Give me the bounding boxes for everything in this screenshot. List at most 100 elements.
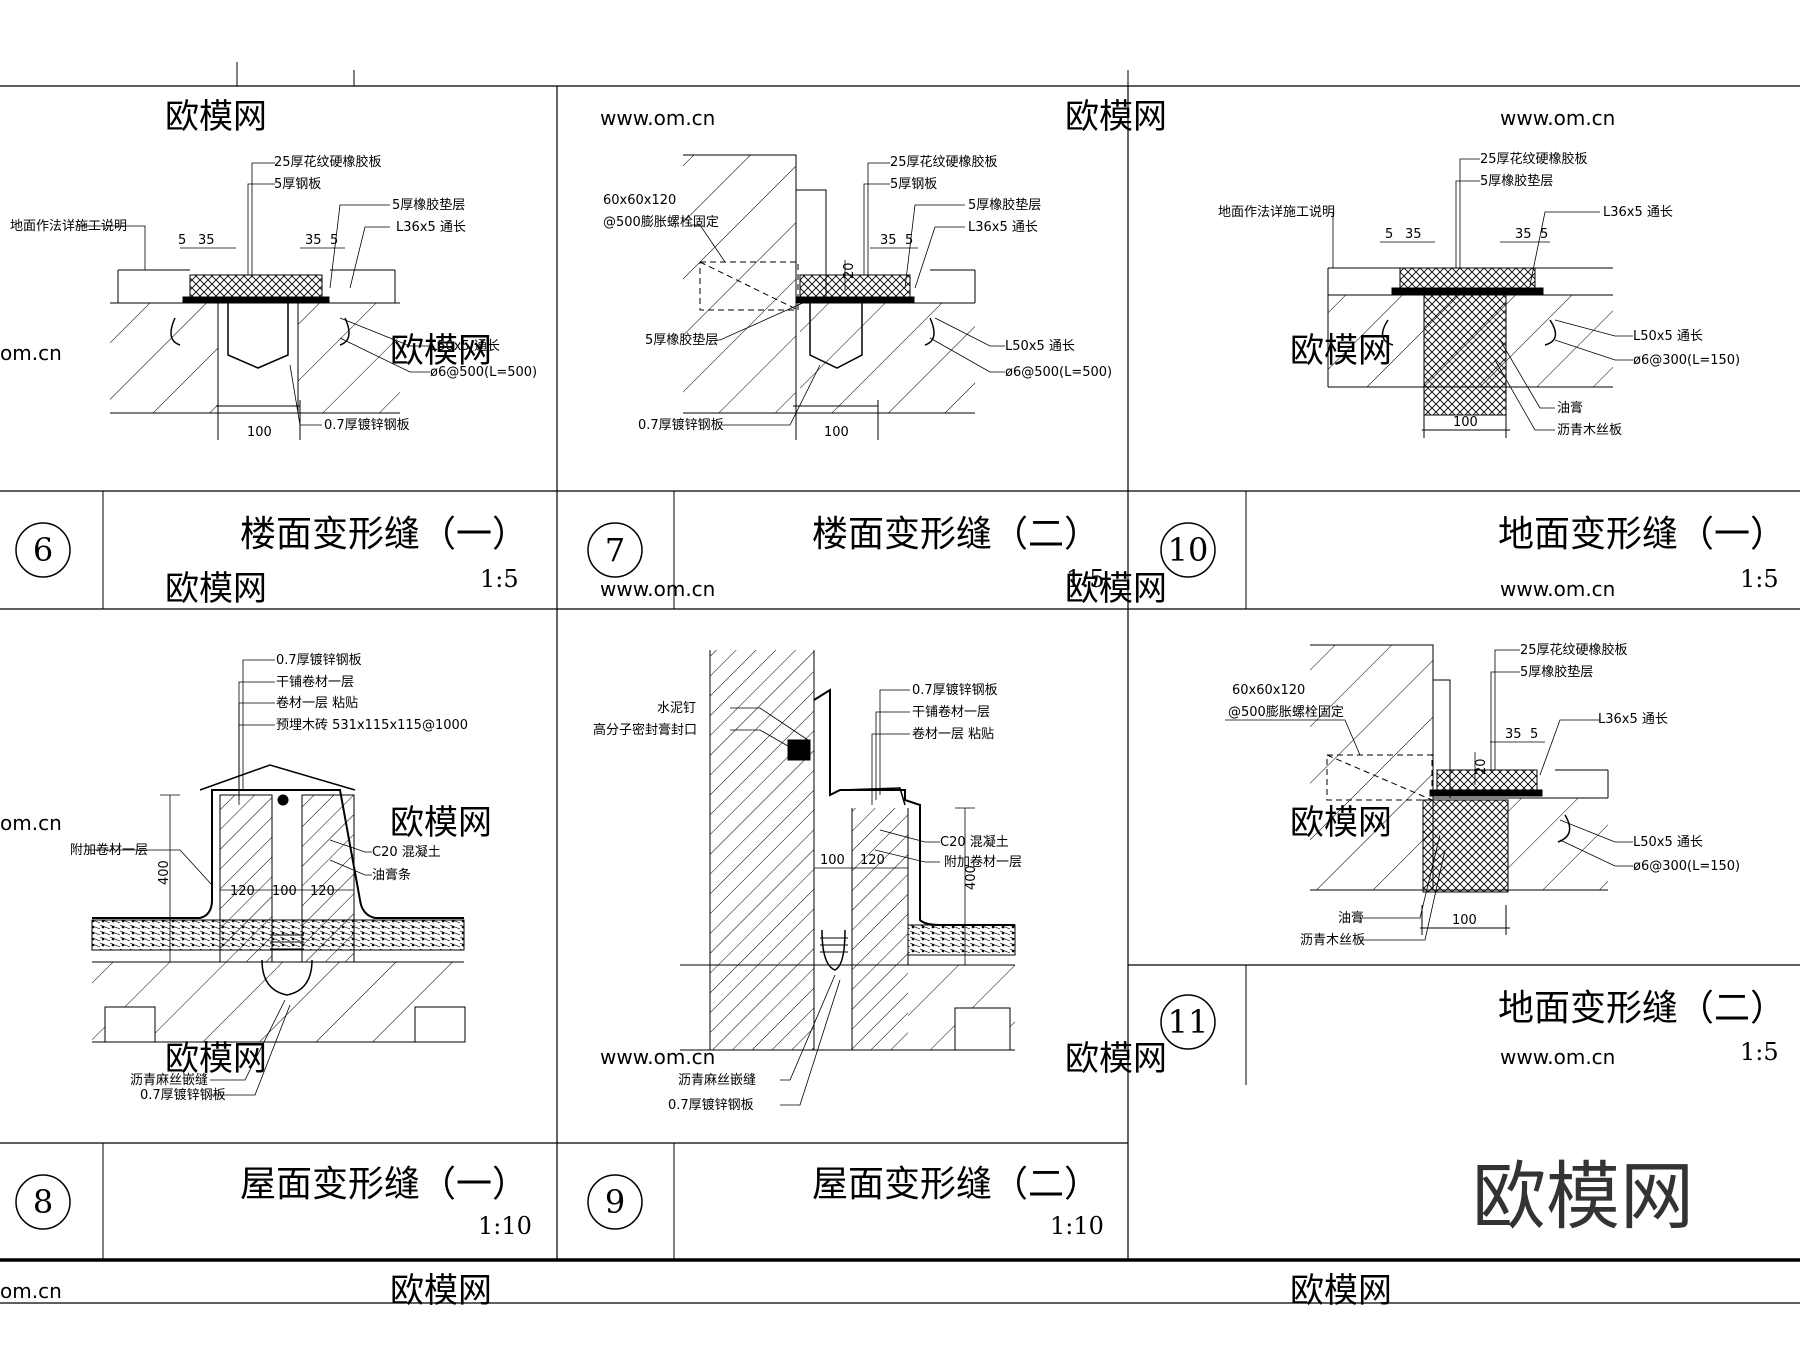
note: 0.7厚镀锌钢板: [912, 682, 998, 698]
dimension: 100: [1453, 415, 1478, 430]
detail-title: 地面变形缝（二）: [1498, 988, 1786, 1029]
note: 5厚钢板: [890, 177, 937, 192]
note: 5厚橡胶垫层: [968, 197, 1041, 213]
sheet-frame: [0, 62, 1800, 1304]
detail-10-notes: 25厚花纹硬橡胶板 5厚橡胶垫层 地面作法详施工说明 L36x5 通长 L50x…: [1218, 151, 1740, 438]
dimension: 100: [820, 853, 845, 868]
dimension: 120: [230, 884, 255, 899]
note: 干铺卷材一层: [276, 674, 354, 690]
detail-6-floor-joint-1: [110, 269, 400, 440]
detail-7-leaders: [690, 162, 1005, 426]
dimension: 35: [198, 233, 215, 248]
watermark-text: 欧模网: [1065, 569, 1167, 609]
detail-title: 楼面变形缝（一）: [240, 514, 528, 555]
detail-title: 屋面变形缝（一）: [240, 1164, 528, 1205]
detail-scale: 1:5: [1740, 565, 1779, 593]
watermark-text: 欧模网: [165, 97, 267, 137]
watermark-text: www.om.cn: [1500, 1045, 1615, 1069]
watermark-text: www.om.cn: [600, 1045, 715, 1069]
watermark-text: www.om.cn: [1500, 106, 1615, 130]
note: 干铺卷材一层: [912, 704, 990, 720]
note: 5厚橡胶垫层: [645, 332, 718, 348]
note: 卷材一层 粘贴: [276, 695, 358, 711]
note: 地面作法详施工说明: [1218, 205, 1335, 220]
watermark-text: om.cn: [0, 1279, 62, 1303]
note: 0.7厚镀锌钢板: [638, 417, 724, 433]
detail-title: 楼面变形缝（二）: [812, 514, 1100, 555]
note: ø6@500(L=500): [430, 365, 537, 380]
note: C20 混凝土: [940, 834, 1009, 850]
detail-9-roof-joint-2: [680, 650, 1016, 1051]
dimension: 400: [964, 865, 979, 890]
note: C20 混凝土: [372, 844, 441, 860]
watermark-text: 欧模网: [1290, 1271, 1392, 1311]
detail-number-circle: [1160, 522, 1216, 578]
detail-scale: 1:5: [480, 565, 519, 593]
detail-10-ground-joint-1: [1327, 267, 1613, 438]
detail-9-leaders: [730, 689, 940, 1106]
watermark-text: 欧模网: [390, 331, 492, 371]
note: L36x5 通长: [1603, 205, 1673, 220]
detail-number-circle: [1160, 994, 1216, 1050]
note: L50x5 通长: [1633, 835, 1703, 850]
detail-9-notes: 水泥钉 高分子密封膏封口 0.7厚镀锌钢板 干铺卷材一层 卷材一层 粘贴 C20…: [593, 682, 1022, 1113]
note: 0.7厚镀锌钢板: [140, 1087, 226, 1103]
note: 附加卷材一层: [944, 854, 1022, 870]
dimension: 35: [1505, 727, 1522, 742]
note: @500膨胀螺栓固定: [1228, 705, 1344, 720]
note: 卷材一层 粘贴: [912, 726, 994, 742]
detail-number: 8: [33, 1183, 53, 1221]
detail-10-leaders: [1332, 158, 1633, 431]
watermark-text: 欧模网: [1065, 97, 1167, 137]
note: 5厚橡胶垫层: [392, 197, 465, 213]
watermark-text: www.om.cn: [600, 577, 715, 601]
note: 5厚橡胶垫层: [1520, 664, 1593, 680]
note: 25厚花纹硬橡胶板: [890, 154, 998, 170]
note: 5厚钢板: [274, 177, 321, 192]
dimension: 5: [178, 233, 186, 248]
detail-number-circle: [15, 522, 71, 578]
brand-logo-text: 欧模网: [1472, 1154, 1694, 1240]
detail-number-circle: [15, 1174, 71, 1230]
detail-scale: 1:5: [1066, 565, 1105, 593]
detail-scale: 1:10: [478, 1212, 532, 1240]
watermark-text: 欧模网: [390, 1271, 492, 1311]
note: 25厚花纹硬橡胶板: [1480, 151, 1588, 167]
note: L50x5 通长: [1633, 329, 1703, 344]
note: 60x60x120: [603, 193, 676, 208]
watermark-text: 欧模网: [390, 803, 492, 843]
detail-8-notes: 0.7厚镀锌钢板 干铺卷材一层 卷材一层 粘贴 预埋木砖 531x115x115…: [70, 652, 468, 1103]
note: 0.7厚镀锌钢板: [324, 417, 410, 433]
note: L36x5 通长: [396, 220, 466, 235]
title-block-6: 6 楼面变形缝（一） 1:5: [15, 514, 528, 593]
dimension: 20: [842, 262, 857, 279]
dimension: 5: [330, 233, 338, 248]
note: L36x5 通长: [1598, 712, 1668, 727]
note: 25厚花纹硬橡胶板: [274, 154, 382, 170]
note: ø6@300(L=150): [1633, 859, 1740, 874]
watermark-text: www.om.cn: [600, 106, 715, 130]
title-block-11: 11 地面变形缝（二） 1:5: [1160, 988, 1786, 1066]
detail-6-notes: 25厚花纹硬橡胶板 5厚钢板 5厚橡胶垫层 L36x5 通长 地面作法详施工说明…: [10, 154, 537, 440]
detail-11-notes: 25厚花纹硬橡胶板 5厚橡胶垫层 60x60x120 @500膨胀螺栓固定 L3…: [1228, 642, 1740, 948]
dimension: 100: [824, 425, 849, 440]
dimension: 35: [305, 233, 322, 248]
dimension: 120: [860, 853, 885, 868]
dimension: 100: [247, 425, 272, 440]
note: 水泥钉: [657, 701, 696, 716]
note: 沥青麻丝嵌缝: [130, 1073, 208, 1088]
dimension: 100: [272, 884, 297, 899]
title-block-9: 9 屋面变形缝（二） 1:10: [587, 1164, 1104, 1240]
note: 油膏: [1557, 400, 1583, 416]
detail-title: 地面变形缝（一）: [1498, 514, 1786, 555]
note: 5厚橡胶垫层: [1480, 173, 1553, 189]
dimension: 35: [1515, 227, 1532, 242]
dimension: 120: [310, 884, 335, 899]
detail-11-ground-joint-2: [1310, 644, 1609, 935]
dimension: 100: [1452, 913, 1477, 928]
note: 地面作法详施工说明: [10, 219, 127, 234]
detail-number: 7: [605, 531, 625, 569]
note: 高分子密封膏封口: [593, 722, 697, 738]
watermark-text: 欧模网: [1065, 1039, 1167, 1079]
